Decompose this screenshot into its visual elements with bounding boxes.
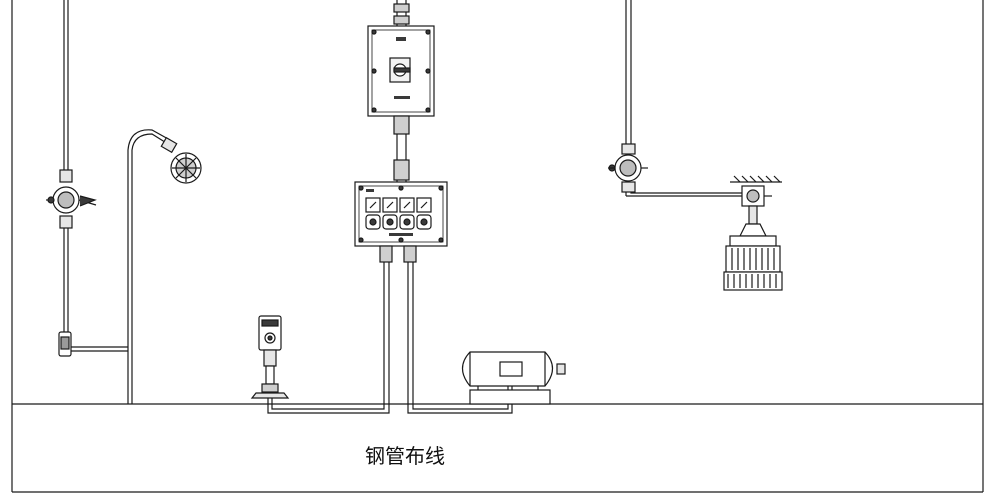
ceiling-mount [730, 175, 782, 183]
junction-box-right [608, 143, 648, 193]
motor [461, 351, 566, 405]
right-conduit [625, 0, 742, 197]
pendant-high-bay-lamp [723, 185, 783, 291]
wall-switch [58, 331, 128, 357]
control-pillar [250, 315, 290, 399]
top-conduit [393, 0, 410, 26]
explosion-proof-control-box [354, 181, 448, 247]
explosion-proof-switch-box [367, 25, 435, 117]
frame [11, 0, 984, 493]
left-conduit [63, 0, 69, 332]
diagram-caption: 钢管布线 [365, 444, 445, 468]
pole-mounted-lamp [127, 129, 202, 404]
junction-box-left [46, 169, 97, 229]
down-conduits [267, 245, 513, 414]
mid-conduit [393, 115, 410, 182]
